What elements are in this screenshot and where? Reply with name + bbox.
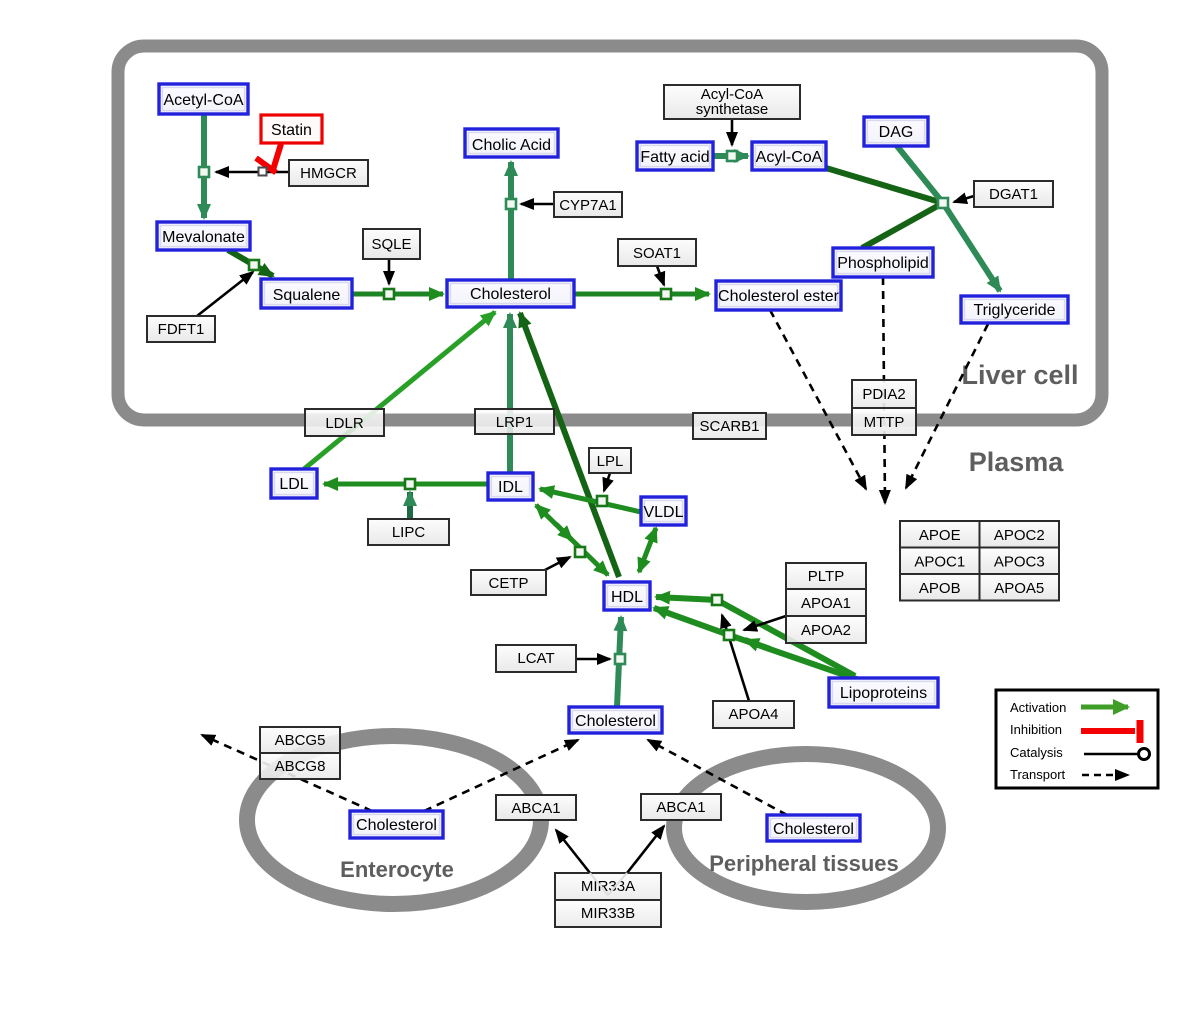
svg-text:FDFT1: FDFT1 — [158, 321, 205, 338]
svg-text:APOE: APOE — [919, 527, 961, 544]
svg-text:SOAT1: SOAT1 — [633, 245, 681, 262]
svg-text:Acetyl-CoA: Acetyl-CoA — [163, 92, 243, 109]
svg-text:Cholesterol: Cholesterol — [356, 817, 437, 834]
svg-text:Cholesterol: Cholesterol — [470, 286, 551, 303]
svg-text:Activation: Activation — [1010, 700, 1066, 715]
svg-text:ABCA1: ABCA1 — [656, 799, 705, 816]
svg-text:Acyl-CoA: Acyl-CoA — [756, 149, 823, 166]
svg-text:MTTP: MTTP — [864, 414, 905, 431]
svg-text:Acyl-CoA: Acyl-CoA — [701, 86, 764, 103]
svg-text:Enterocyte: Enterocyte — [340, 857, 454, 882]
svg-text:Mevalonate: Mevalonate — [162, 229, 245, 246]
svg-text:LDLR: LDLR — [325, 415, 364, 432]
svg-text:Statin: Statin — [271, 122, 312, 139]
svg-text:LIPC: LIPC — [392, 524, 426, 541]
svg-text:APOC2: APOC2 — [994, 527, 1045, 544]
svg-text:LPL: LPL — [597, 453, 624, 470]
svg-text:DAG: DAG — [879, 124, 914, 141]
svg-text:CYP7A1: CYP7A1 — [559, 197, 617, 214]
svg-text:Cholic Acid: Cholic Acid — [472, 137, 551, 154]
svg-text:Fatty acid: Fatty acid — [640, 149, 709, 166]
svg-text:ABCA1: ABCA1 — [511, 800, 560, 817]
svg-text:APOA2: APOA2 — [801, 622, 851, 639]
svg-text:APOA5: APOA5 — [994, 580, 1044, 597]
svg-text:Squalene: Squalene — [273, 287, 341, 304]
svg-text:SQLE: SQLE — [371, 236, 411, 253]
svg-text:HMGCR: HMGCR — [300, 165, 357, 182]
svg-text:APOB: APOB — [919, 580, 961, 597]
svg-text:Transport: Transport — [1010, 767, 1066, 782]
svg-text:APOC1: APOC1 — [914, 554, 965, 571]
svg-text:DGAT1: DGAT1 — [989, 186, 1038, 203]
svg-text:APOA4: APOA4 — [728, 706, 778, 723]
svg-text:Plasma: Plasma — [969, 447, 1065, 477]
svg-text:MIR33A: MIR33A — [581, 878, 635, 895]
svg-text:PDIA2: PDIA2 — [862, 386, 905, 403]
svg-text:HDL: HDL — [611, 589, 643, 606]
svg-text:Inhibition: Inhibition — [1010, 722, 1062, 737]
svg-text:Triglyceride: Triglyceride — [973, 302, 1055, 319]
svg-text:ABCG8: ABCG8 — [275, 758, 326, 775]
svg-text:Lipoproteins: Lipoproteins — [840, 685, 927, 702]
svg-text:Cholesterol: Cholesterol — [773, 821, 854, 838]
svg-text:LRP1: LRP1 — [496, 414, 534, 431]
svg-text:VLDL: VLDL — [643, 504, 683, 521]
svg-text:synthetase: synthetase — [696, 101, 769, 118]
svg-text:PLTP: PLTP — [808, 568, 844, 585]
svg-text:APOA1: APOA1 — [801, 595, 851, 612]
svg-text:Cholesterol: Cholesterol — [575, 713, 656, 730]
svg-text:SCARB1: SCARB1 — [699, 418, 759, 435]
svg-text:Phospholipid: Phospholipid — [837, 255, 929, 272]
svg-text:CETP: CETP — [488, 575, 528, 592]
svg-text:Peripheral tissues: Peripheral tissues — [709, 851, 899, 876]
svg-text:MIR33B: MIR33B — [581, 905, 635, 922]
svg-text:LDL: LDL — [279, 476, 308, 493]
svg-text:Catalysis: Catalysis — [1010, 745, 1063, 760]
svg-text:Liver cell: Liver cell — [961, 360, 1078, 390]
svg-text:ABCG5: ABCG5 — [275, 732, 326, 749]
svg-text:IDL: IDL — [498, 479, 523, 496]
svg-text:LCAT: LCAT — [517, 650, 554, 667]
svg-text:APOC3: APOC3 — [994, 554, 1045, 571]
svg-text:Cholesterol ester: Cholesterol ester — [718, 288, 840, 305]
